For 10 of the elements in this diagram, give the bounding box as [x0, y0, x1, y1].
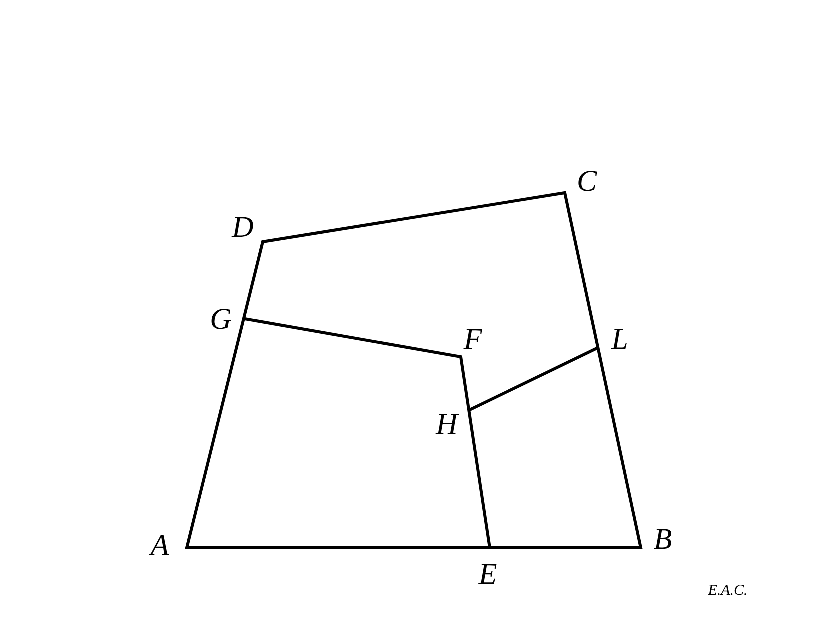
- point-label: H: [436, 410, 458, 440]
- signature: E.A.C.: [708, 583, 748, 599]
- point-label: F: [464, 325, 482, 355]
- point-label: E: [478, 560, 498, 590]
- point-label: L: [612, 325, 628, 355]
- point-label: G: [210, 305, 232, 335]
- point-label: A: [150, 531, 170, 561]
- point-label: D: [232, 213, 254, 243]
- point-label: B: [654, 525, 672, 555]
- point-label: C: [577, 167, 597, 197]
